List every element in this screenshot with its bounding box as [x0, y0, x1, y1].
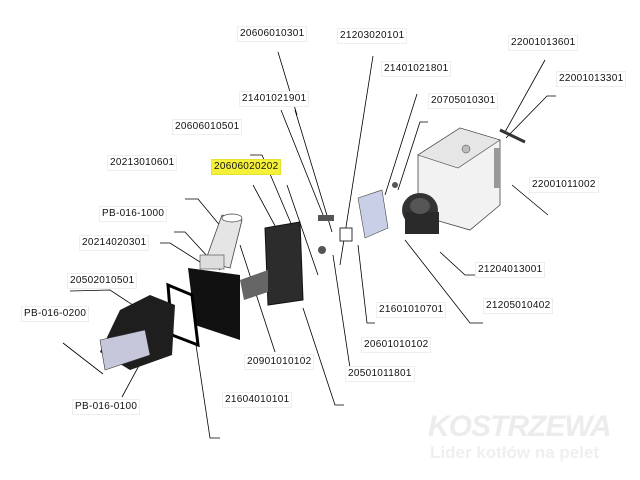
part-label[interactable]: 21401021901: [239, 91, 310, 107]
part-label[interactable]: PB-016-0100: [72, 399, 141, 415]
part-label[interactable]: 20606010501: [172, 119, 243, 135]
part-label[interactable]: 21204013001: [475, 262, 546, 278]
watermark-tagline: Lider kotłów na pelet: [430, 443, 600, 462]
watermark-brand: KOSTRZEWA: [428, 410, 612, 443]
part-label[interactable]: 21604010101: [222, 392, 293, 408]
part-label[interactable]: 20214020301: [79, 235, 150, 251]
part-label[interactable]: 21401021801: [381, 61, 452, 77]
controller-box: [357, 189, 389, 239]
leader-lines: [62, 51, 556, 439]
part-label[interactable]: 20601010102: [361, 337, 432, 353]
part-label[interactable]: 22001013301: [556, 71, 627, 87]
part-label[interactable]: PB-016-1000: [99, 206, 168, 222]
part-label[interactable]: 21203020101: [337, 28, 408, 44]
part-label[interactable]: 20501011801: [345, 366, 415, 382]
burner-flange-plate: [240, 221, 304, 306]
fan-blower: [402, 193, 439, 234]
part-label[interactable]: PB-016-0200: [21, 306, 90, 322]
part-label[interactable]: 20213010601: [107, 155, 178, 171]
combustion-chamber: [188, 268, 240, 340]
part-label[interactable]: 20901010102: [244, 354, 315, 370]
part-label[interactable]: 21205010402: [483, 298, 554, 314]
connector-strip: [499, 128, 526, 144]
part-label[interactable]: 20606010301: [237, 26, 308, 42]
part-label[interactable]: 22001011002: [529, 177, 599, 193]
boiler-body-casing: [417, 127, 501, 231]
small-fittings: [318, 182, 398, 254]
part-label[interactable]: 21601010701: [376, 302, 447, 318]
part-label-highlighted[interactable]: 20606020202: [211, 159, 282, 175]
part-label[interactable]: 20502010501: [67, 273, 138, 289]
part-label[interactable]: 20705010301: [428, 93, 499, 109]
burner-grate: [99, 295, 175, 371]
part-label[interactable]: 22001013601: [508, 35, 579, 51]
feed-pipe: [199, 213, 243, 270]
